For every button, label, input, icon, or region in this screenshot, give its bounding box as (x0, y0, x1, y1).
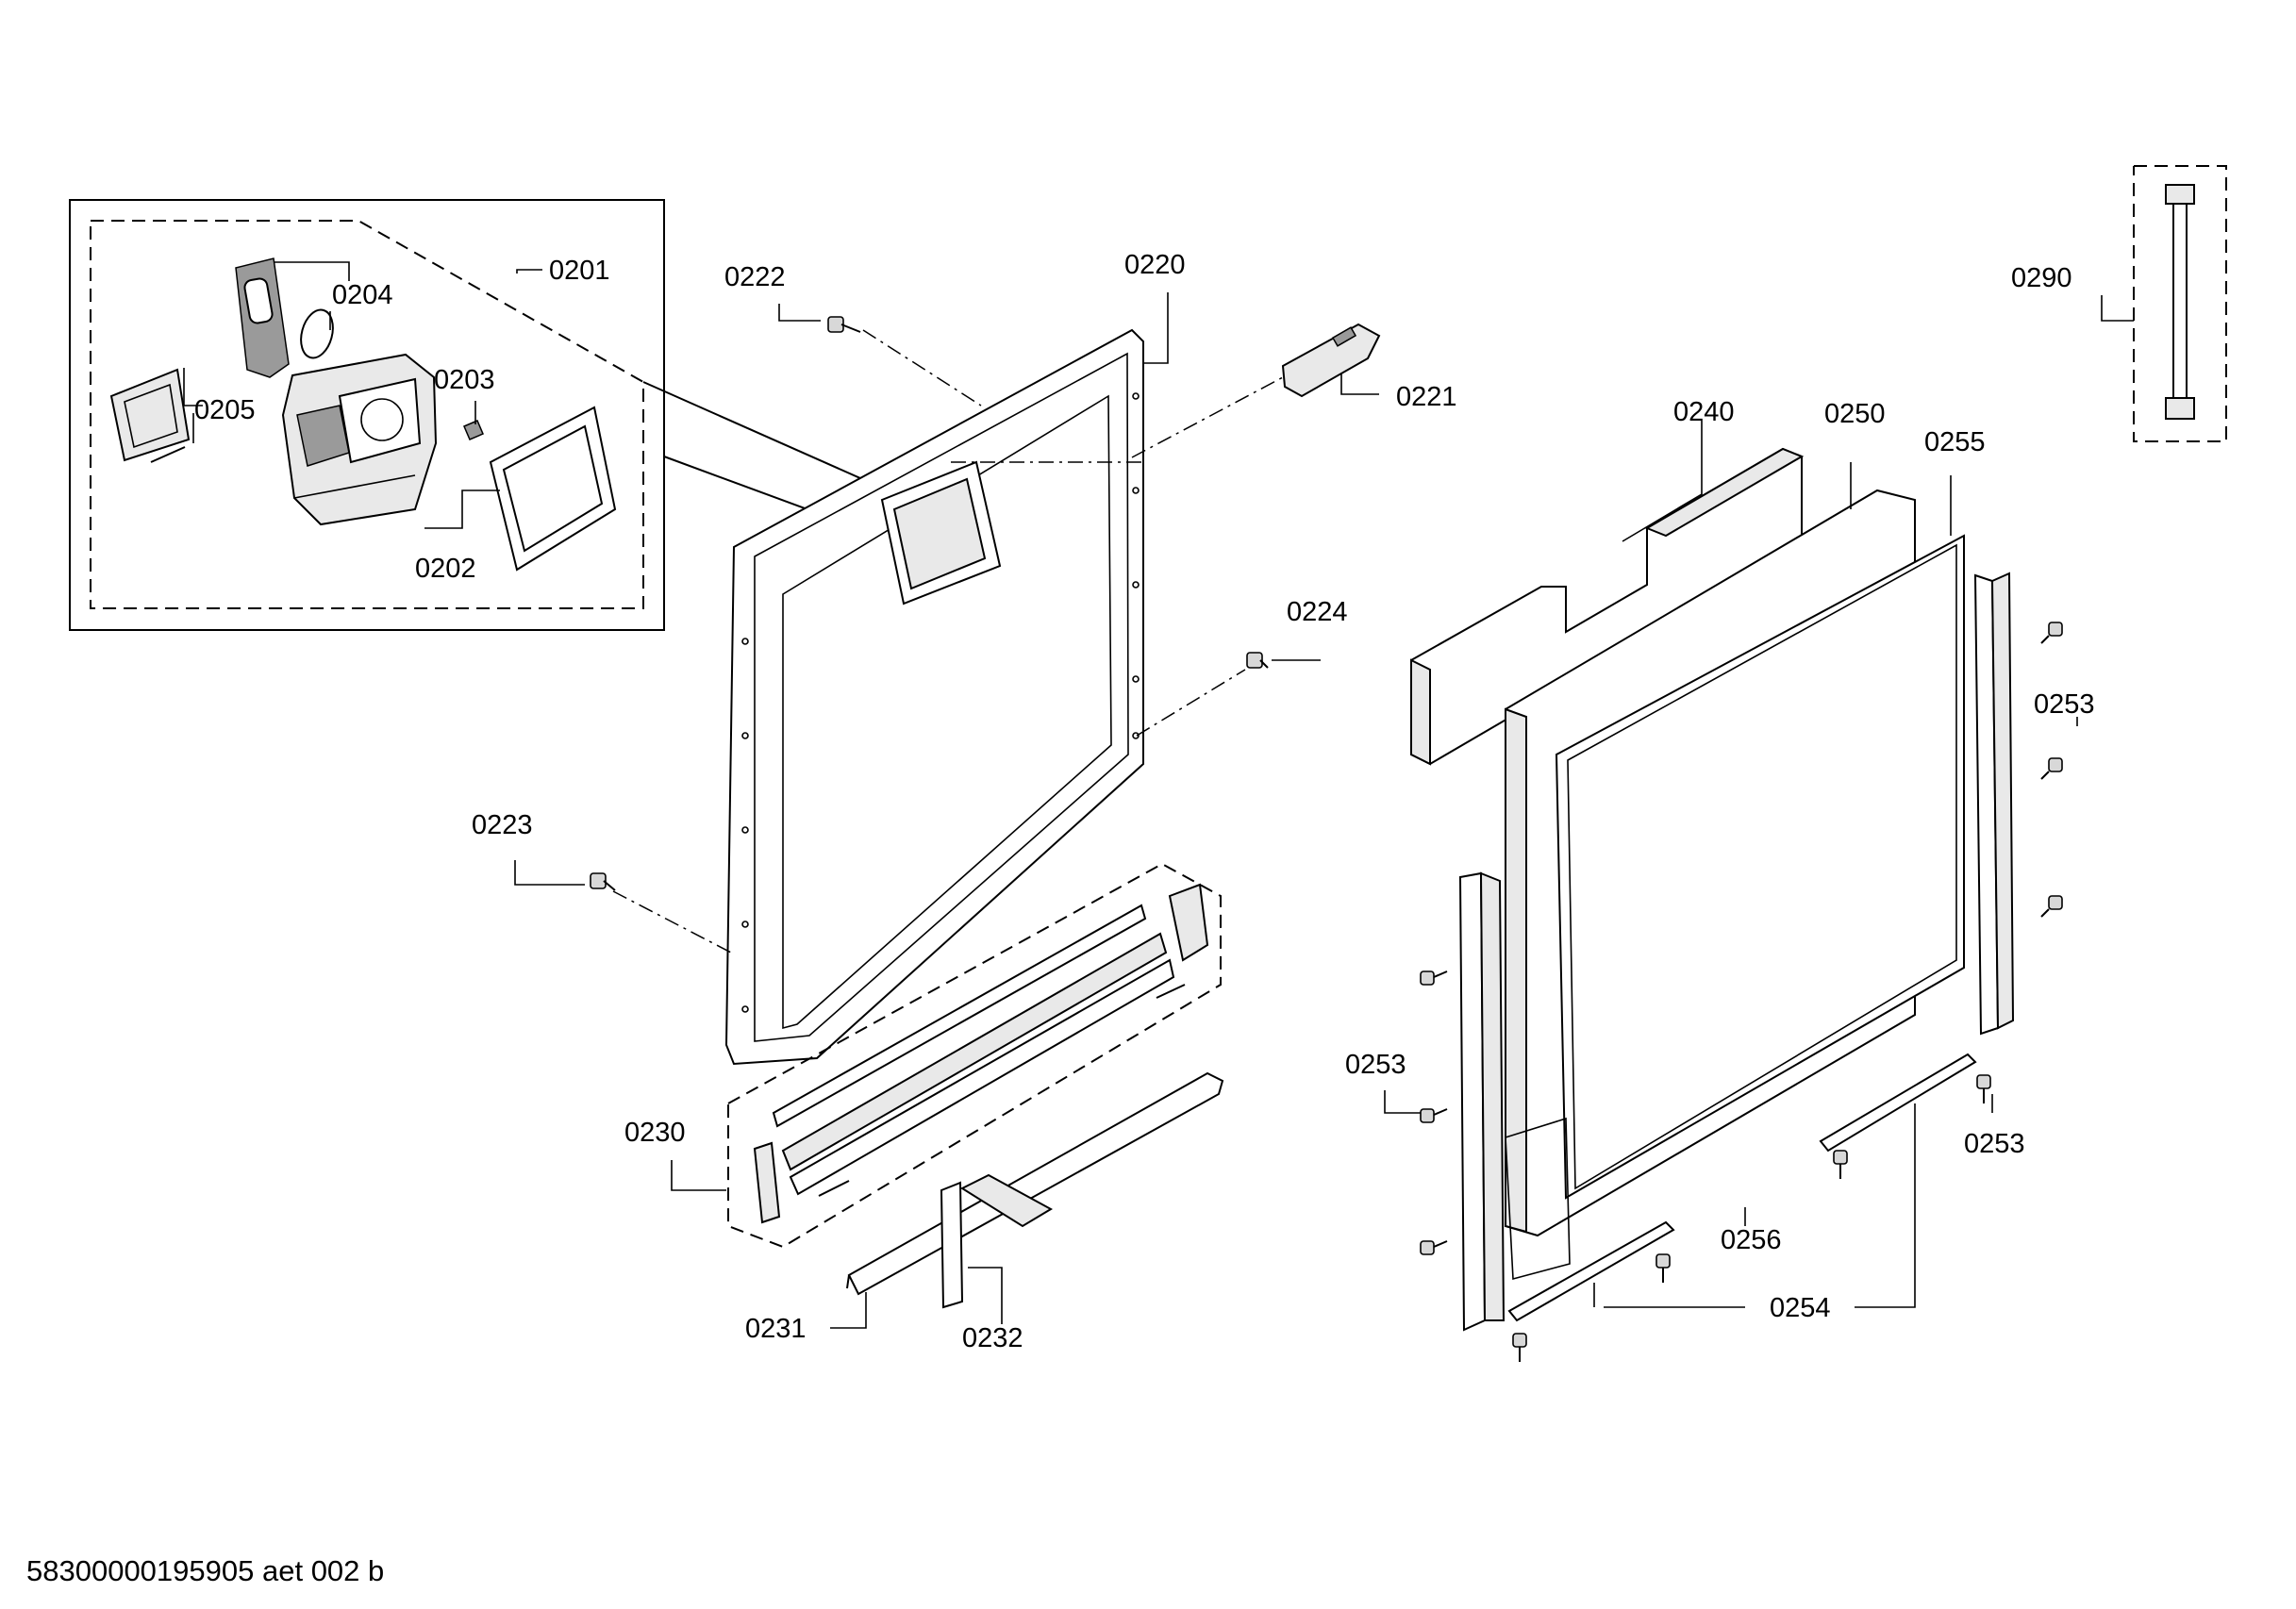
label-0203: 0203 (434, 365, 495, 395)
seal-ring-part (300, 308, 334, 359)
label-0230: 0230 (624, 1118, 686, 1148)
hinge-assembly-group (727, 862, 1222, 1249)
label-0254: 0254 (1770, 1293, 1831, 1323)
insulation-panel-part (1410, 447, 1805, 766)
dispenser-unit-part (281, 353, 438, 526)
document-code: 58300000195905 aet 002 b (26, 1554, 384, 1587)
label-0223: 0223 (472, 810, 533, 840)
hinge-arm-part (846, 1071, 1224, 1309)
label-0250: 0250 (1824, 399, 1886, 429)
label-0202: 0202 (415, 554, 476, 584)
label-0253-right: 0253 (2034, 689, 2095, 720)
screw-0253-set (1420, 622, 2063, 1362)
frame-bezel-part (1458, 871, 1571, 1332)
label-0222: 0222 (724, 262, 786, 292)
side-trim-right-part (1973, 572, 2015, 1036)
label-0253-left: 0253 (1345, 1050, 1406, 1080)
label-leaders (514, 292, 2134, 1329)
label-0220: 0220 (1124, 250, 1186, 280)
label-0255: 0255 (1924, 427, 1986, 457)
label-0290: 0290 (2011, 263, 2072, 293)
screw-0223-part (590, 872, 616, 891)
nut-part (463, 420, 484, 440)
label-0232: 0232 (962, 1323, 1023, 1353)
bottom-strip-part (1507, 1053, 1977, 1322)
door-latch-part (1281, 323, 1381, 398)
screw-0224-part (1246, 652, 1269, 669)
label-0231: 0231 (745, 1314, 807, 1344)
label-0240: 0240 (1673, 397, 1735, 427)
cover-plate-part (109, 368, 191, 463)
detail-inset (69, 199, 878, 631)
label-0201: 0201 (549, 256, 610, 286)
screw-0222-part (827, 316, 861, 333)
label-0253-bottom: 0253 (1964, 1129, 2025, 1159)
part-labels: 0201 0202 0203 0204 0205 0220 0221 0222 … (194, 250, 2095, 1353)
gasket-frame-part (489, 406, 617, 572)
label-0205: 0205 (194, 395, 256, 425)
handle-part (235, 257, 290, 378)
inner-door-panel-part (724, 328, 1144, 1066)
front-panel-part (1555, 534, 1965, 1200)
label-0221: 0221 (1396, 382, 1457, 412)
label-0224: 0224 (1287, 597, 1348, 627)
label-0256: 0256 (1721, 1225, 1782, 1255)
label-0204: 0204 (332, 280, 393, 310)
cable-harness-part (2133, 165, 2227, 442)
